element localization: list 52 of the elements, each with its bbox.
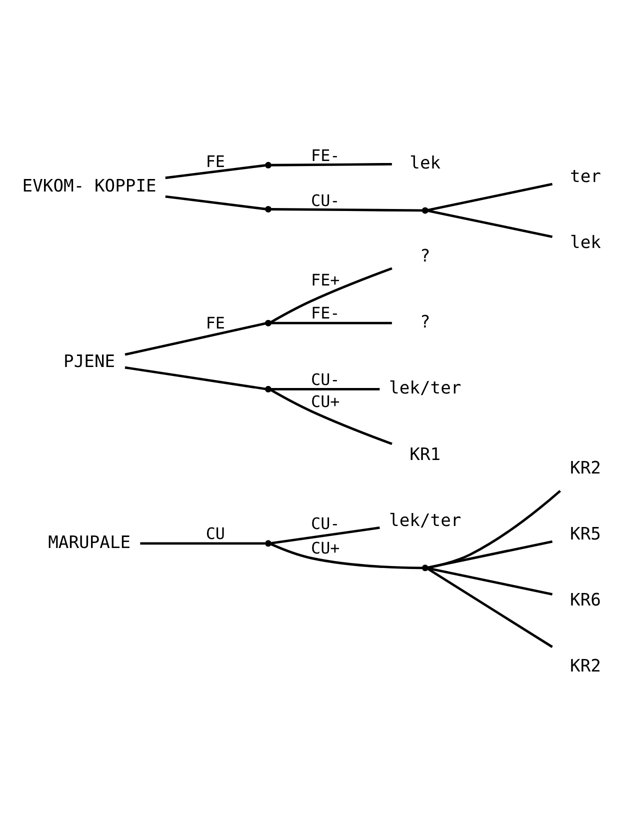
node-point [422, 207, 428, 214]
connector [124, 322, 266, 356]
node-text: lek/ter [389, 510, 462, 531]
edge-label: CU+ [311, 538, 340, 558]
node-text: lek/ter [389, 378, 462, 399]
connector [271, 208, 422, 212]
connector [270, 543, 422, 570]
connector [140, 542, 266, 545]
connector [271, 526, 380, 544]
node-point [265, 320, 272, 326]
connector [270, 389, 392, 446]
edge-label: CU+ [311, 392, 340, 411]
connector [165, 195, 266, 210]
edge-label: CU- [311, 191, 340, 210]
connector [124, 366, 266, 390]
edge-label: FE [206, 313, 225, 332]
node-text: ? [420, 312, 430, 333]
node-text: KR2 [570, 458, 601, 478]
node-text: lek [410, 153, 441, 174]
connector [428, 540, 553, 569]
node-text: PJENE [64, 352, 116, 372]
node-text: MARUPALE [48, 532, 131, 553]
node-point [265, 162, 272, 168]
connector [270, 267, 392, 324]
node-text: ? [420, 246, 430, 266]
connector [428, 568, 553, 648]
node-text: KR1 [410, 444, 441, 465]
node-text: KR6 [570, 590, 601, 610]
node-point [265, 206, 272, 212]
connector [428, 182, 553, 212]
edge-label: FE- [311, 146, 340, 165]
edge-label: CU- [311, 370, 340, 389]
connector [165, 164, 266, 180]
connector [428, 210, 553, 238]
edge-label: CU [206, 524, 225, 544]
node-text: lek [570, 233, 601, 254]
connector [271, 388, 380, 390]
connector [428, 567, 553, 596]
node-text: EVKOM- KOPPIE [22, 176, 156, 197]
node-text: KR5 [570, 524, 601, 544]
edge-label: FE [206, 152, 225, 171]
edge-label: FE- [311, 304, 340, 323]
node-point [265, 386, 272, 392]
node-text: ter [570, 166, 601, 187]
connector [271, 162, 392, 166]
connector [271, 322, 392, 324]
node-point [422, 564, 428, 572]
node-point [265, 540, 272, 547]
connector [428, 490, 561, 569]
edge-label: CU- [311, 514, 340, 534]
edge-label: FE+ [311, 270, 340, 290]
node-text: KR2 [570, 656, 601, 677]
